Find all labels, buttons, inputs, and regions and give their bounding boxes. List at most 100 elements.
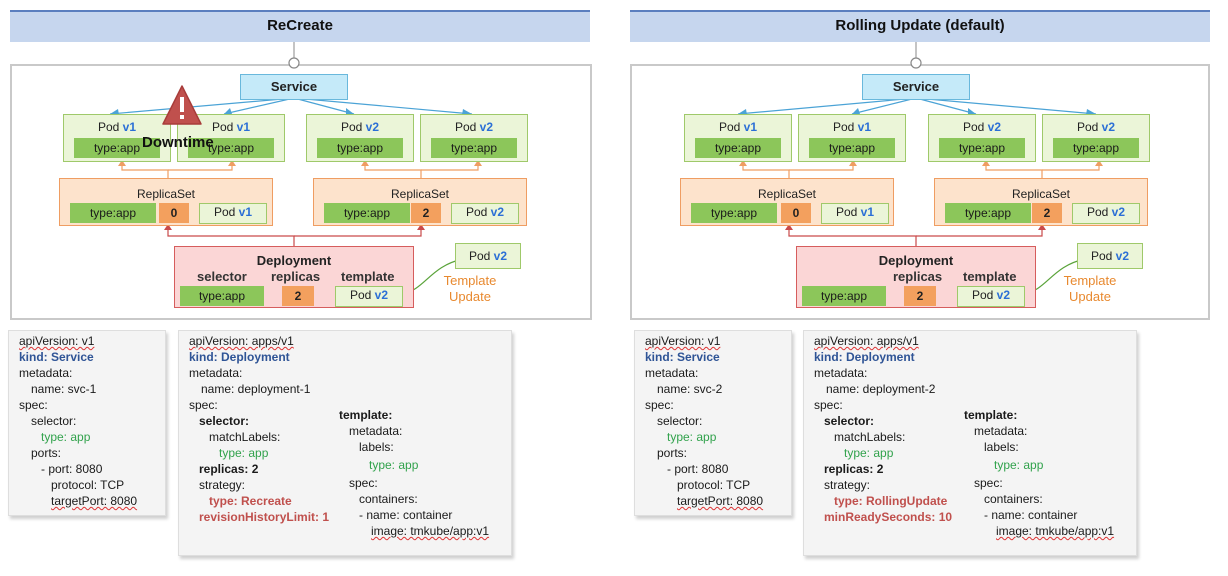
note-line: Template [1063,273,1117,288]
right-pod-3: Pod v2 type:app [928,114,1036,162]
right-deployment-yaml: apiVersion: apps/v1 kind: Deployment met… [803,330,1137,556]
pod-prefix: Pod [962,120,988,134]
yaml-line: selector: [657,414,703,428]
deployment-replicas-value: 2 [282,286,314,306]
pod-label: type:app [188,138,274,158]
yaml-line: selector: [824,414,875,428]
replicaset-title: ReplicaSet [136,187,196,201]
right-rs-pod-links [742,162,1100,178]
warning-triangle-icon [162,85,202,125]
replicaset-label: type:app [70,203,156,223]
pod-title: Pod v2 [307,120,413,134]
yaml-line: metadata: [189,366,243,380]
pod-version: v2 [1101,120,1116,134]
right-connectors [737,42,1103,297]
pod-label: type:app [939,138,1025,158]
yaml-line: ports: [31,446,62,460]
yaml-line: image: tmkube/app:v1 [996,524,1115,538]
right-floating-pod: Pod v2 [1077,243,1143,269]
replicaset-pod-template: Pod v2 [1072,203,1140,224]
replicaset-pod-template: Pod v2 [451,203,519,224]
right-replicaset-1: ReplicaSet type:app 0 Pod v1 [680,178,894,226]
left-replicaset-1: ReplicaSet type:app 0 Pod v1 [59,178,273,226]
yaml-line: template: [964,408,1018,422]
left-service-yaml: apiVersion: v1 kind: Service metadata: n… [8,330,166,516]
yaml-line: spec: [814,398,843,412]
right-service-arrows [737,97,1097,115]
pod-title: Pod v1 [799,120,905,134]
yaml-line: strategy: [199,478,246,492]
left-connectors [109,42,482,297]
yaml-line: apiVersion: apps/v1 [814,334,919,348]
pod-prefix: Pod [213,205,239,219]
pod-prefix: Pod [468,249,494,263]
yaml-line: targetPort: 8080 [51,494,138,508]
yaml-line: protocol: TCP [51,478,125,492]
deployment-replicas-value: 2 [904,286,936,306]
yaml-line: name: deployment-1 [201,382,311,396]
yaml-line: targetPort: 8080 [677,494,764,508]
yaml-line: type: app [41,430,91,444]
yaml-line: template: [339,408,393,422]
left-replicaset-2: ReplicaSet type:app 2 Pod v2 [313,178,527,226]
left-pod-1: Pod v1 type:app [63,114,171,162]
pod-version: v2 [493,249,508,263]
pod-label: type:app [74,138,160,158]
yaml-line: spec: [645,398,674,412]
yaml-line: name: svc-1 [31,382,97,396]
yaml-line: type: Recreate [209,494,292,508]
yaml-line: apiVersion: v1 [645,334,721,348]
yaml-line: ports: [657,446,688,460]
yaml-line: containers: [984,492,1043,506]
pod-label: type:app [1053,138,1139,158]
yaml-line: strategy: [824,478,871,492]
downtime-label: Downtime [142,134,214,151]
deployment-title: Deployment [256,253,332,268]
yaml-line: type: app [219,446,269,460]
yaml-line: spec: [349,476,378,490]
pod-title: Pod v2 [1043,120,1149,134]
yaml-line: kind: Service [645,350,720,364]
yaml-line: matchLabels: [209,430,281,444]
deployment-template-label: template [341,269,395,284]
yaml-line: replicas: 2 [199,462,259,476]
pod-prefix: Pod [211,120,237,134]
right-deployment: Deployment replicas template type:app 2 … [796,246,1036,308]
pod-version: v2 [490,205,505,219]
pod-prefix: Pod [1086,205,1112,219]
pod-label: type:app [317,138,403,158]
yaml-line: spec: [974,476,1003,490]
left-floating-pod: Pod v2 [455,243,521,269]
pod-prefix: Pod [832,120,858,134]
deployment-title: Deployment [878,253,954,268]
right-pod-1: Pod v1 type:app [684,114,792,162]
pod-title: Pod v2 [929,120,1035,134]
yaml-line: name: svc-2 [657,382,723,396]
yaml-line: matchLabels: [834,430,906,444]
right-service-label: Service [892,79,940,94]
note-line: Update [1069,289,1111,304]
yaml-line: type: app [369,458,419,472]
yaml-line: metadata: [645,366,699,380]
replicaset-count: 2 [1032,203,1062,223]
pod-prefix: Pod [1076,120,1102,134]
pod-label: type:app [809,138,895,158]
replicaset-title: ReplicaSet [390,187,450,201]
pod-prefix: Pod [454,120,480,134]
right-header-title: Rolling Update (default) [835,17,1005,34]
yaml-line: spec: [19,398,48,412]
yaml-line: selector: [199,414,250,428]
deployment-replicas-label: replicas [271,269,321,284]
yaml-line: kind: Deployment [189,350,290,364]
yaml-line: apiVersion: apps/v1 [189,334,294,348]
yaml-line: replicas: 2 [824,462,884,476]
deployment-template-pod: Pod v2 [335,286,403,307]
yaml-line: type: app [994,458,1044,472]
yaml-line: apiVersion: v1 [19,334,95,348]
replicaset-pod-template: Pod v1 [199,203,267,224]
yaml-line: labels: [359,440,394,454]
right-template-update-note: Template Update [1058,273,1122,305]
pod-title: Pod v2 [421,120,527,134]
note-line: Update [449,289,491,304]
pod-version: v1 [122,120,137,134]
